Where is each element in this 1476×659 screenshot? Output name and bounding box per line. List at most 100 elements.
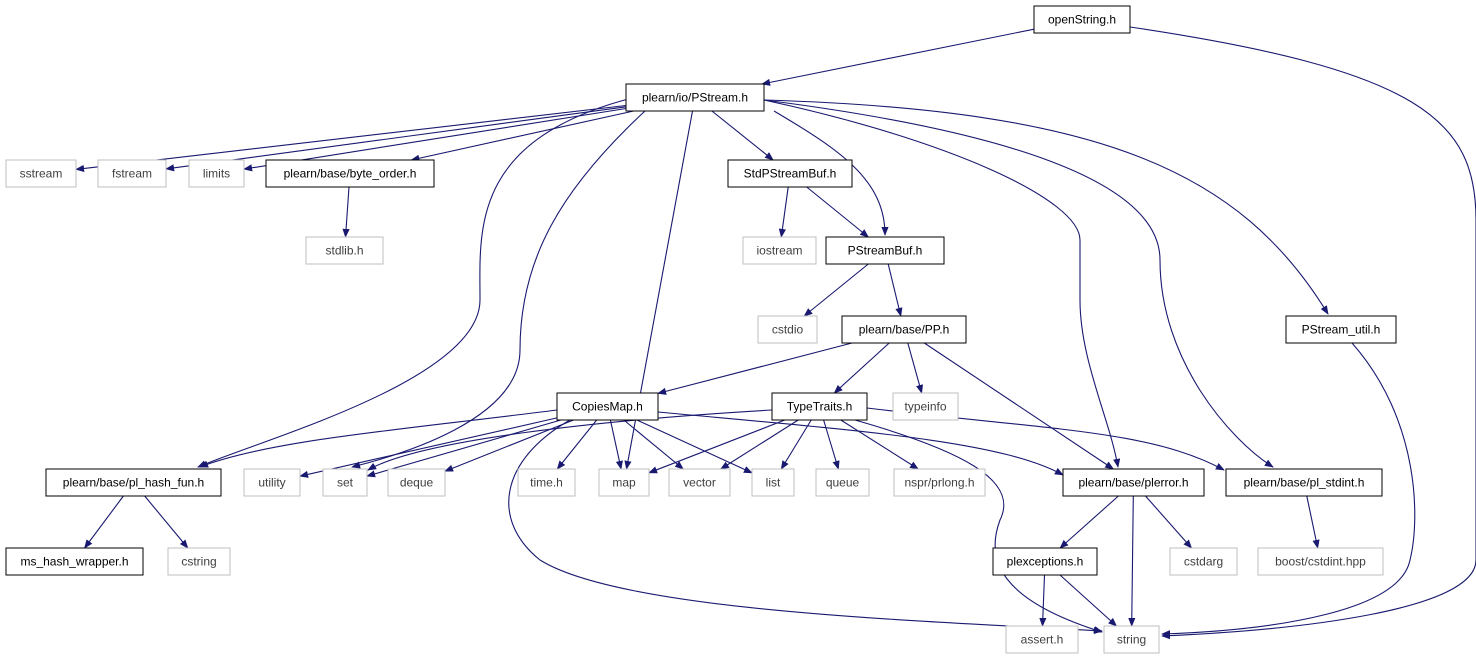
node-list: list xyxy=(751,468,795,497)
node-box xyxy=(625,83,765,112)
node-label: plearn/io/PStream.h xyxy=(642,91,748,105)
node-openString[interactable]: openString.h xyxy=(1033,5,1131,34)
node-box xyxy=(556,392,659,421)
node-label: plearn/base/pl_hash_fun.h xyxy=(63,476,204,490)
edge-pl_stdint-to-cstdint xyxy=(1306,495,1320,549)
edge-PStream-to-set xyxy=(351,110,646,469)
edge-CopiesMap-to-list xyxy=(636,419,753,474)
edge-PP-to-plerror xyxy=(923,342,1115,470)
node-PStream[interactable]: plearn/io/PStream.h xyxy=(625,83,765,112)
edge-StdPStreamBuf-to-iostream xyxy=(778,186,789,238)
node-box xyxy=(841,315,967,344)
edge-plerror-to-cstdarg xyxy=(1145,495,1193,549)
edge-PP-to-TypeTraits xyxy=(833,342,890,394)
node-stdlib: stdlib.h xyxy=(305,236,384,265)
node-TypeTraits[interactable]: TypeTraits.h xyxy=(771,392,868,421)
edge-TypeTraits-to-map xyxy=(648,419,785,474)
edge-PStream-to-fstream xyxy=(165,106,627,172)
node-pl_hash_fun[interactable]: plearn/base/pl_hash_fun.h xyxy=(45,468,222,497)
node-CopiesMap[interactable]: CopiesMap.h xyxy=(556,392,659,421)
node-StdPStreamBuf[interactable]: StdPStreamBuf.h xyxy=(727,159,853,188)
node-label: utility xyxy=(258,476,285,490)
node-typeinfo: typeinfo xyxy=(892,392,959,421)
edge-pl_hash_fun-to-cstring xyxy=(144,495,189,549)
node-box xyxy=(1225,468,1383,497)
edge-PStream-to-StdPStreamBuf xyxy=(711,110,774,161)
node-box xyxy=(727,159,853,188)
node-label: plexceptions.h xyxy=(1007,555,1084,569)
edge-PStream-to-limits xyxy=(243,107,627,172)
edge-CopiesMap-to-utility xyxy=(299,417,558,478)
node-label: cstdarg xyxy=(1184,555,1223,569)
node-pl_stdint[interactable]: plearn/base/pl_stdint.h xyxy=(1225,468,1383,497)
edge-plexceptions-to-assert xyxy=(1039,574,1047,627)
edge-StdPStreamBuf-to-PStreamBuf xyxy=(806,186,869,238)
node-string: string xyxy=(1103,625,1160,654)
edge-PStreamBuf-to-cstdio xyxy=(803,263,869,317)
node-box xyxy=(771,392,868,421)
edge-TypeTraits-to-set xyxy=(367,409,773,471)
node-plexceptions[interactable]: plexceptions.h xyxy=(992,547,1098,576)
node-deque: deque xyxy=(387,468,446,497)
node-fstream: fstream xyxy=(97,159,167,188)
node-cstdint: boost/cstdint.hpp xyxy=(1257,547,1384,576)
node-prlong: nspr/prlong.h xyxy=(893,468,986,497)
node-label: sstream xyxy=(20,167,63,181)
node-box xyxy=(757,315,818,344)
node-PStream_util[interactable]: PStream_util.h xyxy=(1285,315,1397,344)
node-box xyxy=(1005,625,1079,654)
edge-PStream-to-PStreamBuf xyxy=(773,110,889,236)
node-box xyxy=(5,159,77,188)
node-assert: assert.h xyxy=(1005,625,1079,654)
edge-PStream-to-byte_order xyxy=(410,110,634,162)
edge-PStream_util-to-string xyxy=(1161,342,1416,638)
node-PP[interactable]: plearn/base/PP.h xyxy=(841,315,967,344)
edge-PStream-to-pl_stdint xyxy=(763,99,1274,468)
node-label: limits xyxy=(203,167,230,181)
node-vector: vector xyxy=(668,468,731,497)
node-box xyxy=(305,236,384,265)
node-label: string xyxy=(1117,633,1146,647)
nodes-layer: openString.h plearn/io/PStream.h sstream fs… xyxy=(5,5,1397,654)
node-ms_hash[interactable]: ms_hash_wrapper.h xyxy=(5,547,144,576)
node-label: time.h xyxy=(530,476,563,490)
node-label: plearn/base/plerror.h xyxy=(1078,476,1188,490)
node-label: cstring xyxy=(181,555,216,569)
node-box xyxy=(5,547,144,576)
node-label: list xyxy=(766,476,781,490)
node-box xyxy=(265,159,435,188)
node-box xyxy=(1257,547,1384,576)
node-label: plearn/base/byte_order.h xyxy=(284,167,417,181)
node-box xyxy=(45,468,222,497)
node-box xyxy=(517,468,576,497)
node-byte_order[interactable]: plearn/base/byte_order.h xyxy=(265,159,435,188)
node-label: nspr/prlong.h xyxy=(904,476,974,490)
edge-byte_order-to-stdlib xyxy=(342,186,350,238)
node-box xyxy=(668,468,731,497)
edge-CopiesMap-to-time xyxy=(556,419,598,470)
node-box xyxy=(992,547,1098,576)
node-label: openString.h xyxy=(1048,13,1116,27)
edge-PStream-to-pl_hash_fun xyxy=(197,97,633,468)
edge-TypeTraits-to-vector xyxy=(720,419,799,470)
edge-pl_hash_fun-to-ms_hash xyxy=(84,495,124,549)
node-label: queue xyxy=(826,476,860,490)
node-label: assert.h xyxy=(1021,633,1064,647)
node-map: map xyxy=(598,468,650,497)
node-set: set xyxy=(322,468,368,497)
node-box xyxy=(1062,468,1205,497)
node-label: plearn/base/PP.h xyxy=(859,323,950,337)
node-time: time.h xyxy=(517,468,576,497)
node-box xyxy=(892,392,959,421)
node-PStreamBuf[interactable]: PStreamBuf.h xyxy=(825,236,945,265)
edge-CopiesMap-to-string xyxy=(508,419,1103,635)
node-box xyxy=(1285,315,1397,344)
edge-PP-to-typeinfo xyxy=(907,342,923,394)
node-box xyxy=(167,547,231,576)
edge-TypeTraits-to-prlong xyxy=(840,419,919,470)
node-plerror[interactable]: plearn/base/plerror.h xyxy=(1062,468,1205,497)
edge-CopiesMap-to-pl_hash_fun xyxy=(199,409,558,468)
node-label: TypeTraits.h xyxy=(787,400,853,414)
node-box xyxy=(1033,5,1131,34)
